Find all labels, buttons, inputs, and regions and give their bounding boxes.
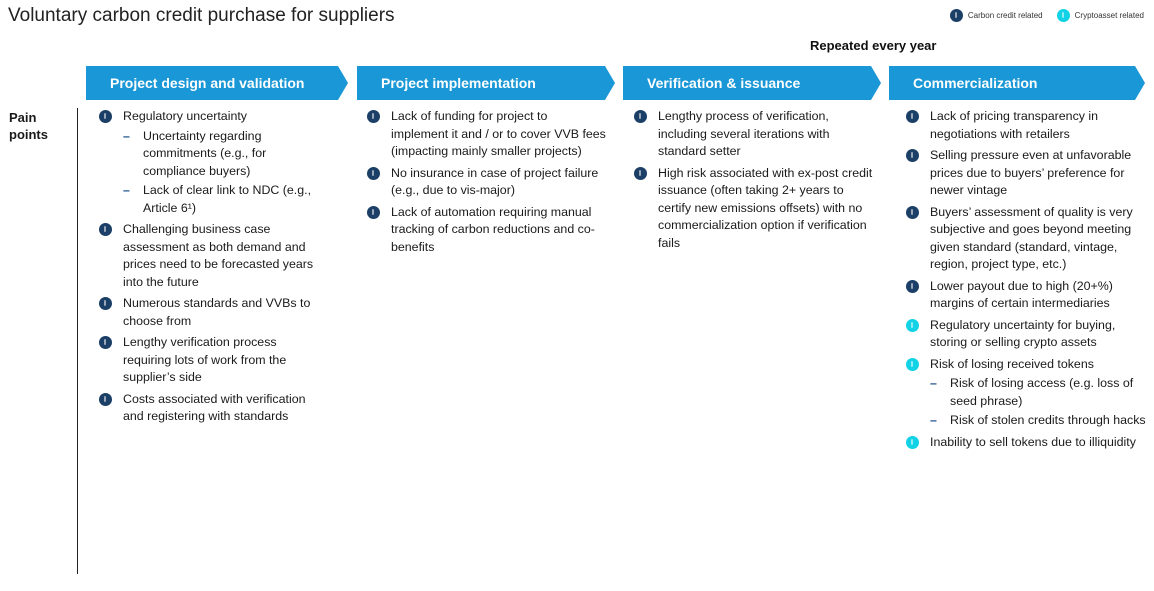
pain-point-item: Lack of automation requiring manual trac… [364,204,606,257]
legend-label: Carbon credit related [967,11,1043,20]
phase-verification-issuance: Verification & issuance [623,66,881,100]
carbon-credit-icon [906,110,919,123]
pain-point-subitem: –Risk of losing access (e.g. loss of see… [930,375,1151,410]
carbon-credit-icon [634,166,647,180]
carbon-credit-icon [634,110,647,123]
cryptoasset-icon [906,318,919,332]
phase-project-implementation: Project implementation [357,66,615,100]
page-title: Voluntary carbon credit purchase for sup… [8,5,395,26]
carbon-credit-icon [367,110,380,123]
pain-point-text: Lengthy verification process requiring l… [123,335,287,384]
carbon-credit-icon [949,9,963,22]
pain-point-text: Inability to sell tokens due to illiquid… [930,434,1136,449]
pain-point-item: No insurance in case of project failure … [364,165,606,200]
column-commercialization: Lack of pricing transparency in negotiat… [903,108,1151,455]
cryptoasset-icon [1056,9,1070,22]
pain-point-subitem-text: Risk of stolen credits through hacks [950,413,1146,427]
pain-point-text: Lack of automation requiring manual trac… [391,204,595,254]
pain-point-subitem-text: Uncertainty regarding commitments (e.g.,… [143,128,267,178]
carbon-credit-icon [906,149,919,162]
cryptoasset-icon [906,357,919,371]
pain-points-label: Pain points [9,110,48,142]
pain-point-item: Inability to sell tokens due to illiquid… [903,434,1151,452]
repeated-every-year-label: Repeated every year [810,38,937,53]
legend-label: Cryptoasset related [1074,11,1144,20]
pain-point-item: High risk associated with ex-post credit… [631,165,879,253]
carbon-credit-icon [99,336,112,349]
pain-point-item: Regulatory uncertainty for buying, stori… [903,317,1151,352]
pain-point-item: Risk of losing received tokens –Risk of l… [903,356,1151,430]
pain-point-text: Lack of funding for project to implement… [391,109,606,158]
pain-point-text: Challenging business case assessment as … [123,222,314,289]
dash-icon: – [123,128,130,143]
pain-point-item: Lack of funding for project to implement… [364,108,606,161]
pain-point-item: Lower payout due to high (20+%) margins … [903,278,1151,313]
pain-point-item: Lack of pricing transparency in negotiat… [903,108,1151,143]
carbon-credit-icon [367,166,380,180]
carbon-credit-icon [906,279,919,293]
dash-icon: – [930,376,937,390]
column-project-implementation: Lack of funding for project to implement… [364,108,606,260]
column-verification-issuance: Lengthy process of verification, includi… [631,108,879,256]
pain-point-text: Regulatory uncertainty [123,109,247,123]
dash-icon: – [930,413,937,427]
carbon-credit-icon [99,110,112,123]
phase-commercialization: Commercialization [889,66,1145,100]
pain-point-subitem: –Uncertainty regarding commitments (e.g.… [123,128,328,181]
pain-point-text: Lengthy process of verification, includi… [658,109,830,158]
divider [77,108,78,574]
pain-point-subitem-text: Risk of losing access (e.g. loss of seed… [950,376,1134,408]
pain-point-item: Lengthy process of verification, includi… [631,108,879,161]
pain-point-text: Lack of pricing transparency in negotiat… [930,109,1099,141]
carbon-credit-icon [99,297,112,310]
carbon-credit-icon [367,205,380,219]
cryptoasset-icon [906,435,919,449]
pain-point-item: Regulatory uncertainty –Uncertainty regar… [96,108,328,217]
column-project-design: Regulatory uncertainty –Uncertainty regar… [96,108,328,430]
pain-point-text: Buyers’ assessment of quality is very su… [930,204,1133,272]
pain-point-item: Costs associated with verification and r… [96,391,328,426]
pain-point-text: No insurance in case of project failure … [391,165,599,198]
pain-point-item: Buyers’ assessment of quality is very su… [903,204,1151,274]
legend: Carbon credit related Cryptoasset relate… [936,9,1144,22]
pain-point-text: Selling pressure even at unfavorable pri… [930,148,1132,197]
pain-point-text: Costs associated with verification and r… [123,391,306,424]
carbon-credit-icon [906,205,919,219]
pain-point-text: Lower payout due to high (20+%) margins … [930,278,1113,311]
pain-point-item: Lengthy verification process requiring l… [96,334,328,387]
pain-point-text: Regulatory uncertainty for buying, stori… [930,317,1116,350]
dash-icon: – [123,183,130,197]
legend-item-carbon: Carbon credit related [949,9,1043,22]
pain-point-text: High risk associated with ex-post credit… [658,165,873,250]
pain-point-text: Numerous standards and VVBs to choose fr… [123,296,311,328]
carbon-credit-icon [99,392,112,406]
legend-item-crypto: Cryptoasset related [1056,9,1144,22]
pain-point-subitem: –Lack of clear link to NDC (e.g., Articl… [123,182,328,217]
phase-project-design: Project design and validation [86,66,348,100]
pain-point-subitem: –Risk of stolen credits through hacks [930,412,1151,430]
carbon-credit-icon [99,223,112,236]
pain-point-item: Selling pressure even at unfavorable pri… [903,147,1151,200]
pain-point-item: Challenging business case assessment as … [96,221,328,291]
pain-point-subitem-text: Lack of clear link to NDC (e.g., Article… [143,183,312,215]
pain-point-text: Risk of losing received tokens [930,356,1094,371]
pain-point-item: Numerous standards and VVBs to choose fr… [96,295,328,330]
